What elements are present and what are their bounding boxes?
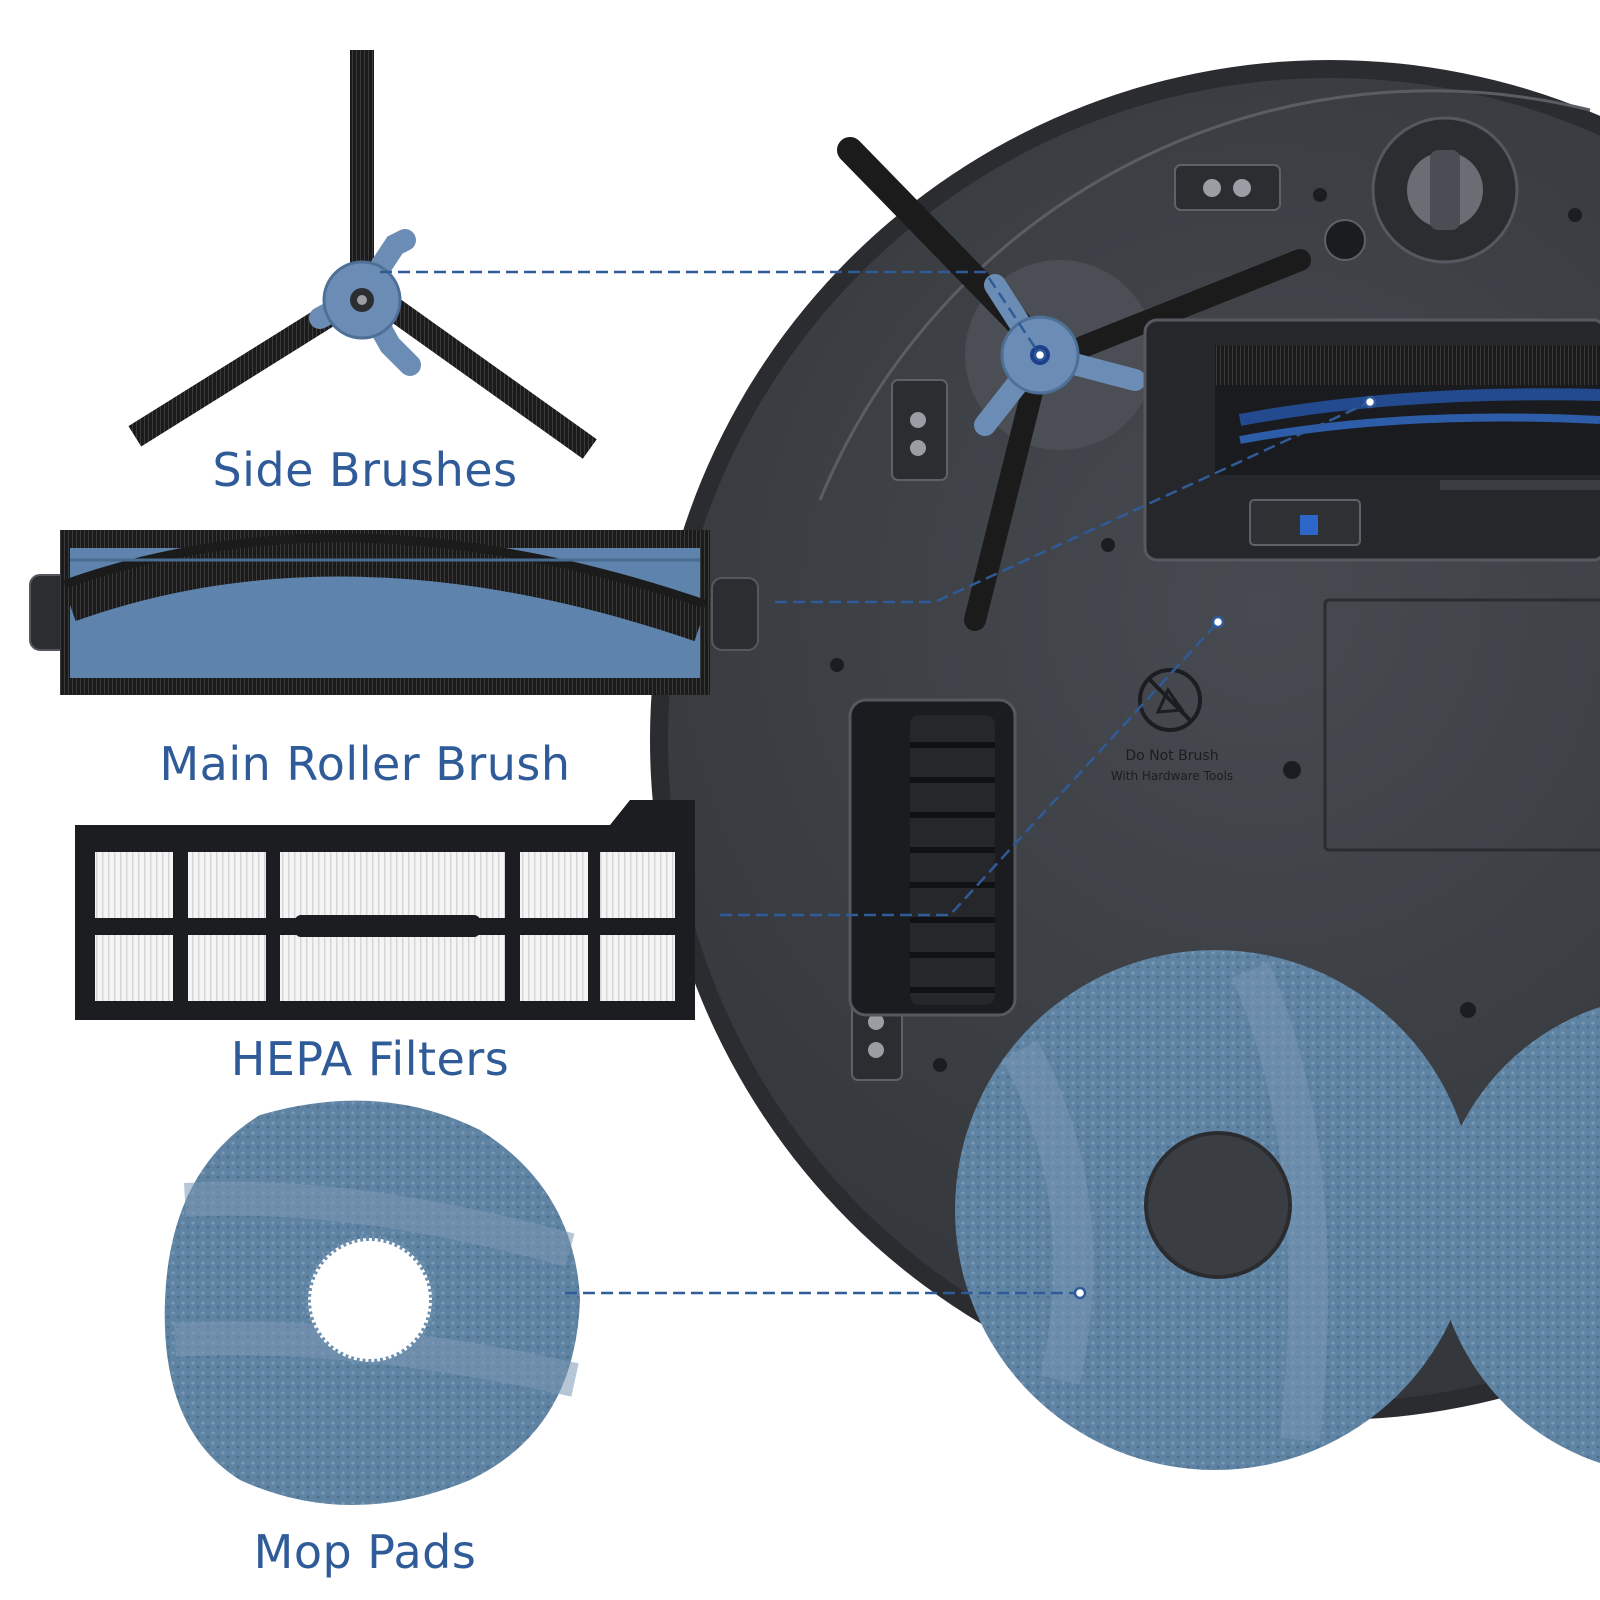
charging-contacts xyxy=(1174,164,1281,211)
mop-pad-part xyxy=(164,1100,580,1505)
hepa-filter-part xyxy=(75,800,695,1020)
label-main-roller-brush: Main Roller Brush xyxy=(159,737,571,791)
warning-text-line2: With Hardware Tools xyxy=(1111,769,1233,783)
callout-side-brush xyxy=(380,270,1042,356)
label-hepa-filters: HEPA Filters xyxy=(230,1032,510,1086)
warning-symbol xyxy=(1138,668,1202,732)
callout-endpoints xyxy=(1033,348,1377,1300)
label-side-brushes: Side Brushes xyxy=(212,443,518,497)
main-roller-brush-part xyxy=(29,530,759,695)
robot-vacuum-underside: Do Not Brush With Hardware Tools xyxy=(650,60,1600,1470)
side-brush-part xyxy=(128,50,597,459)
callout-main-roller xyxy=(775,400,1371,604)
callout-hepa xyxy=(720,621,1219,917)
callout-lines xyxy=(380,270,1371,1295)
label-mop-pads: Mop Pads xyxy=(253,1525,477,1579)
warning-text-line1: Do Not Brush xyxy=(1125,748,1218,764)
installed-mop-pad-right xyxy=(1435,1007,1600,1463)
